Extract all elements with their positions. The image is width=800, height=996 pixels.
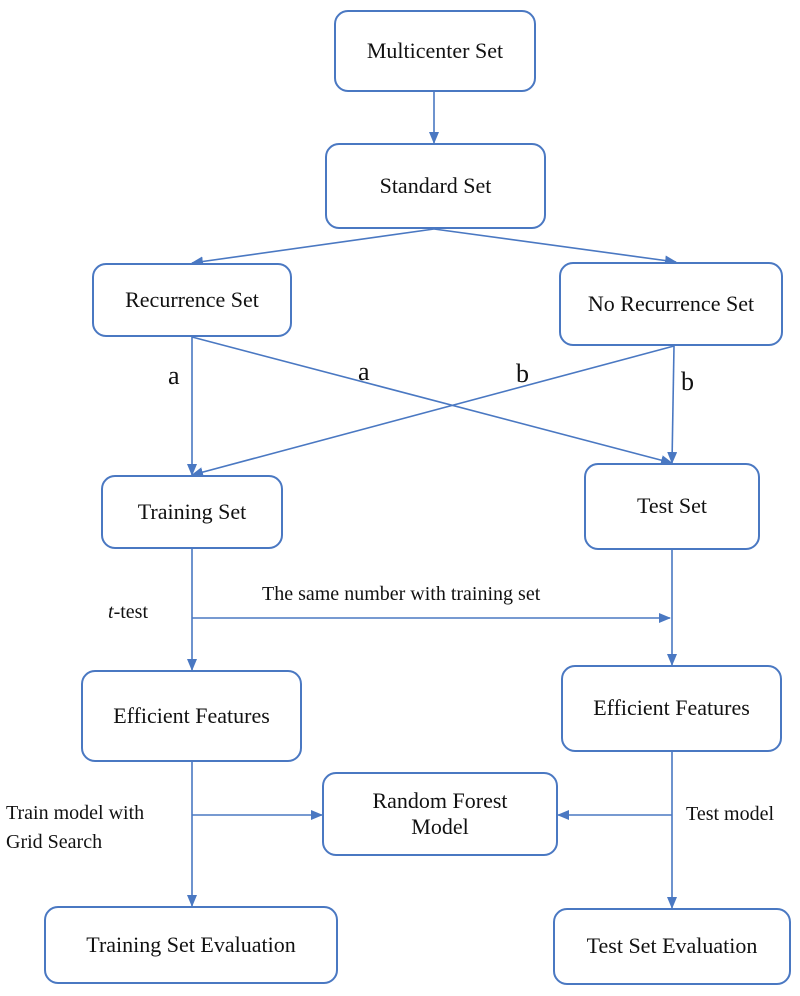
node-random-forest-model: Random Forest Model xyxy=(322,772,558,856)
edge-label-test-model: Test model xyxy=(686,803,775,825)
edge-label-t-test-rest: -test xyxy=(113,601,148,623)
edge-label-b-cross: b xyxy=(516,359,529,388)
node-test-set: Test Set xyxy=(584,463,760,550)
edge-label-t-test: t-test xyxy=(108,600,148,624)
node-training-set-label: Training Set xyxy=(137,498,247,524)
node-training-set-evaluation: Training Set Evaluation xyxy=(44,906,338,984)
edge-label-t-test-italic: t xyxy=(108,601,114,623)
edge-label-a-cross: a xyxy=(358,357,370,386)
edge-label-same-number: The same number with training set xyxy=(262,583,541,605)
arrow-recurrence-to-test xyxy=(191,336,673,466)
node-test-set-evaluation-label: Test Set Evaluation xyxy=(586,933,758,959)
node-efficient-features-train-label: Efficient Features xyxy=(113,702,270,728)
node-no-recurrence-set: No Recurrence Set xyxy=(559,262,783,346)
node-standard-set-label: Standard Set xyxy=(379,172,492,198)
node-test-set-evaluation: Test Set Evaluation xyxy=(553,908,791,985)
node-random-forest-label-line1: Random Forest xyxy=(372,787,508,813)
node-test-set-label: Test Set xyxy=(637,493,707,519)
node-efficient-features-test-label: Efficient Features xyxy=(593,695,750,721)
node-recurrence-set-label: Recurrence Set xyxy=(125,286,259,312)
node-multicenter-set: Multicenter Set xyxy=(334,10,536,92)
node-random-forest-label-line2: Model xyxy=(411,814,469,839)
node-no-recurrence-set-label: No Recurrence Set xyxy=(587,290,755,316)
node-standard-set: Standard Set xyxy=(325,143,546,229)
arrow-standard-to-no-recurrence xyxy=(433,228,677,266)
edge-label-b-right: b xyxy=(681,367,694,396)
node-efficient-features-train: Efficient Features xyxy=(81,670,302,762)
edge-label-a-left: a xyxy=(168,361,180,390)
arrow-no-recurrence-to-training xyxy=(191,345,675,477)
edge-label-train-model-line1: Train model with xyxy=(6,802,145,824)
node-recurrence-set: Recurrence Set xyxy=(92,263,292,337)
node-multicenter-set-label: Multicenter Set xyxy=(366,37,504,63)
node-training-set: Training Set xyxy=(101,475,283,549)
node-training-set-evaluation-label: Training Set Evaluation xyxy=(86,931,296,957)
arrow-standard-to-recurrence xyxy=(191,228,435,267)
node-efficient-features-test: Efficient Features xyxy=(561,665,782,752)
edge-label-train-model-line2: Grid Search xyxy=(6,831,103,853)
arrow-no-recurrence-to-test xyxy=(667,345,678,464)
